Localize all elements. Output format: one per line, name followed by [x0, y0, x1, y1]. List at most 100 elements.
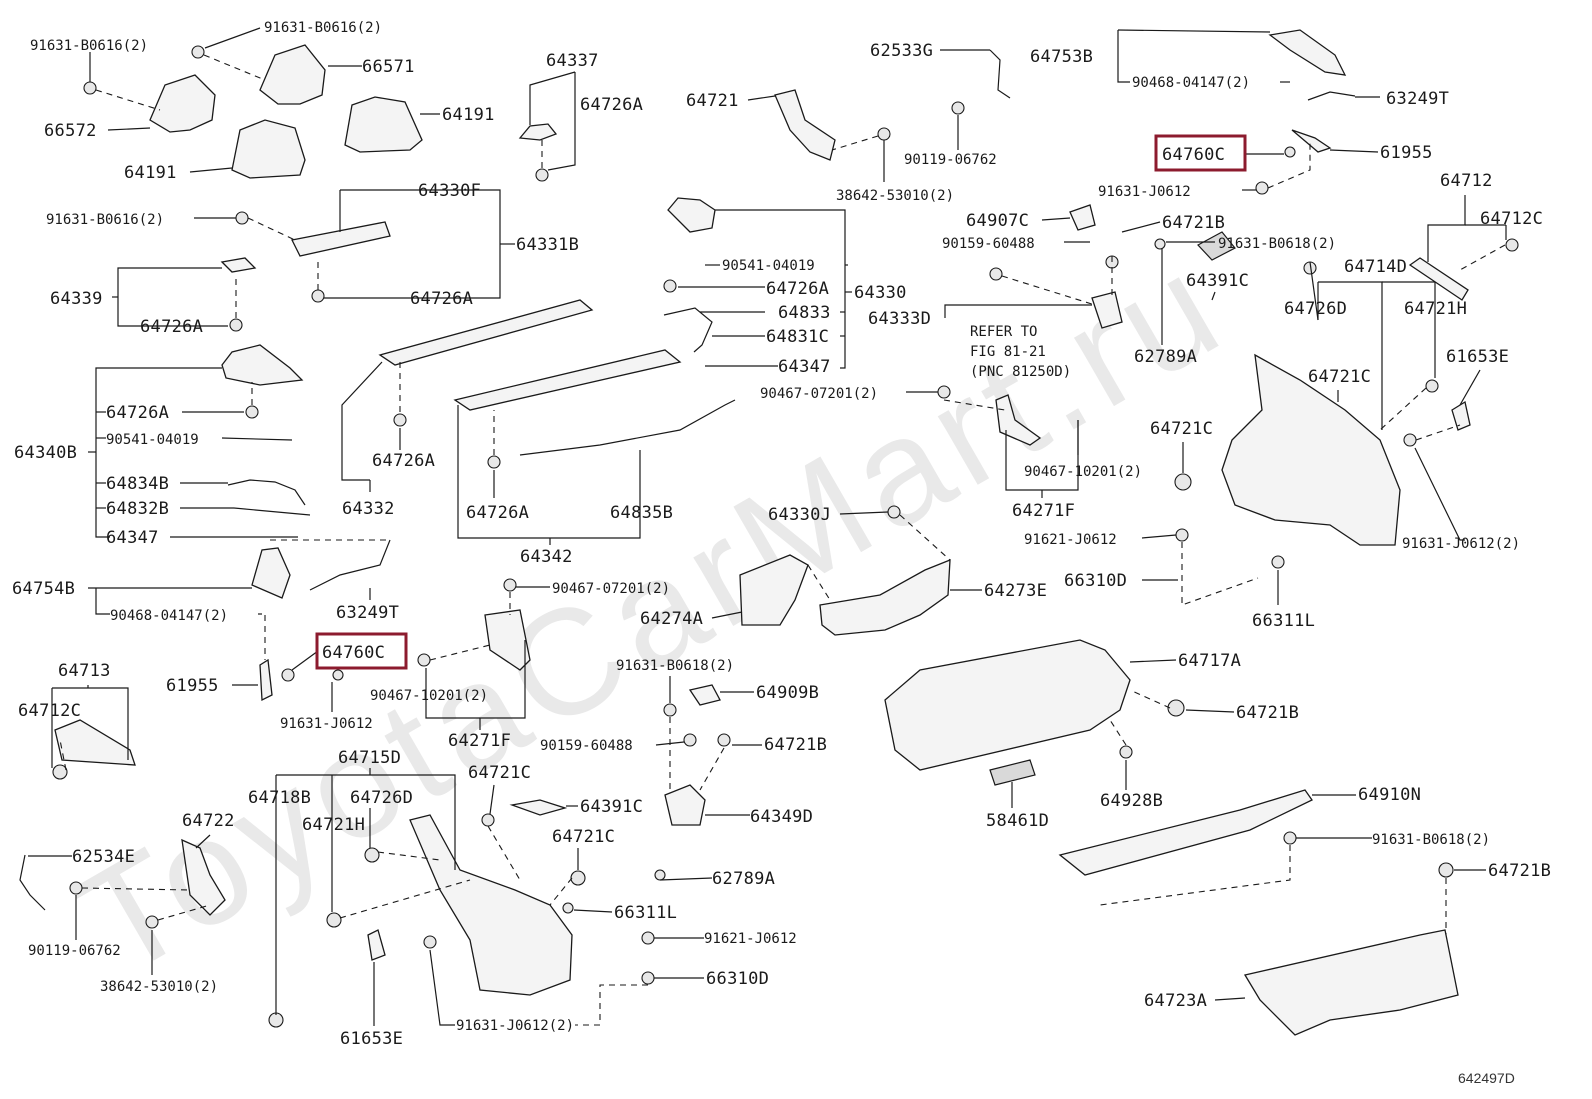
part-label[interactable]: 66571 [362, 57, 415, 77]
part-label[interactable]: 64712C [1480, 209, 1543, 229]
part-label[interactable]: 64721B [1236, 703, 1299, 723]
part-label[interactable]: 64723A [1144, 991, 1207, 1011]
part-label[interactable]: 64330 [854, 283, 907, 303]
part-label[interactable]: 64342 [520, 547, 573, 567]
highlight-box-64760C-top[interactable] [1154, 134, 1247, 172]
part-label[interactable]: 66311L [614, 903, 677, 923]
part-label[interactable]: 64909B [756, 683, 819, 703]
part-label[interactable]: 64717A [1178, 651, 1241, 671]
part-label[interactable]: 64721C [552, 827, 615, 847]
part-label[interactable]: 64337 [546, 51, 599, 71]
part-label[interactable]: 64721C [468, 763, 531, 783]
part-label[interactable]: 62533G [870, 41, 933, 61]
part-label[interactable]: 64726D [350, 788, 413, 808]
part-label[interactable]: 90467-10201(2) [370, 688, 488, 704]
part-label[interactable]: 90468-04147(2) [1132, 75, 1250, 91]
part-label[interactable]: 64832B [106, 499, 169, 519]
part-label[interactable]: 90467-07201(2) [552, 581, 670, 597]
part-label[interactable]: 64712C [18, 701, 81, 721]
part-label[interactable]: 64391C [1186, 271, 1249, 291]
part-label[interactable]: 64726A [140, 317, 203, 337]
part-label[interactable]: 64726A [580, 95, 643, 115]
part-label[interactable]: 64760C [322, 643, 385, 663]
part-label[interactable]: 91631-J0612(2) [1402, 536, 1520, 552]
part-label[interactable]: 64726A [766, 279, 829, 299]
part-label[interactable]: 62534E [72, 847, 135, 867]
part-label[interactable]: 62789A [1134, 347, 1197, 367]
part-label[interactable]: 64754B [12, 579, 75, 599]
part-label[interactable]: 91631-B0616(2) [30, 38, 148, 54]
part-label[interactable]: 38642-53010(2) [836, 188, 954, 204]
part-label[interactable]: 64726A [410, 289, 473, 309]
part-label[interactable]: 64835B [610, 503, 673, 523]
part-label[interactable]: 58461D [986, 811, 1049, 831]
part-label[interactable]: 66310D [706, 969, 769, 989]
part-label[interactable]: 64721B [1488, 861, 1551, 881]
part-label[interactable]: 64191 [124, 163, 177, 183]
part-label[interactable]: 91621-J0612 [1024, 532, 1117, 548]
part-label[interactable]: 64726A [106, 403, 169, 423]
part-label[interactable]: 90541-04019 [722, 258, 815, 274]
part-label[interactable]: 64726A [372, 451, 435, 471]
part-label[interactable]: 64271F [1012, 501, 1075, 521]
part-label[interactable]: 66311L [1252, 611, 1315, 631]
part-label[interactable]: 64331B [516, 235, 579, 255]
part-label[interactable]: 64721H [1404, 299, 1467, 319]
part-label[interactable]: 64712 [1440, 171, 1493, 191]
part-label[interactable]: 64330F [418, 181, 481, 201]
part-label[interactable]: 91631-B0618(2) [1218, 236, 1336, 252]
part-label[interactable]: 61653E [1446, 347, 1509, 367]
part-label[interactable]: 91621-J0612 [704, 931, 797, 947]
part-label[interactable]: 64349D [750, 807, 813, 827]
part-label[interactable]: 61653E [340, 1029, 403, 1049]
part-label[interactable]: 90159-60488 [540, 738, 633, 754]
part-label[interactable]: 64715D [338, 748, 401, 768]
part-label[interactable]: 63249T [336, 603, 399, 623]
part-label[interactable]: 38642-53010(2) [100, 979, 218, 995]
part-label[interactable]: 61955 [1380, 143, 1433, 163]
part-label[interactable]: 64721H [302, 815, 365, 835]
part-label[interactable]: 64347 [778, 357, 831, 377]
part-label[interactable]: 91631-B0616(2) [264, 20, 382, 36]
part-label[interactable]: 64713 [58, 661, 111, 681]
part-label[interactable]: 64332 [342, 499, 395, 519]
part-label[interactable]: 64340B [14, 443, 77, 463]
part-label[interactable]: 64928B [1100, 791, 1163, 811]
part-label[interactable]: 91631-B0618(2) [616, 658, 734, 674]
part-label[interactable]: 64726D [1284, 299, 1347, 319]
part-label[interactable]: 66572 [44, 121, 97, 141]
part-label[interactable]: 64721B [1162, 213, 1225, 233]
part-label[interactable]: 64721B [764, 735, 827, 755]
part-label[interactable]: 64274A [640, 609, 703, 629]
part-label[interactable]: 90159-60488 [942, 236, 1035, 252]
part-label[interactable]: 90119-06762 [28, 943, 121, 959]
part-label[interactable]: 64834B [106, 474, 169, 494]
part-label[interactable]: 64721C [1150, 419, 1213, 439]
part-label[interactable]: 64833 [778, 303, 831, 323]
part-label[interactable]: 64330J [768, 505, 831, 525]
part-label[interactable]: 64722 [182, 811, 235, 831]
part-label[interactable]: 63249T [1386, 89, 1449, 109]
part-label[interactable]: 64333D [868, 309, 931, 329]
part-label[interactable]: 61955 [166, 676, 219, 696]
part-label[interactable]: 64721C [1308, 367, 1371, 387]
part-label[interactable]: 91631-B0618(2) [1372, 832, 1490, 848]
part-label[interactable]: 64831C [766, 327, 829, 347]
part-label[interactable]: 91631-B0616(2) [46, 212, 164, 228]
part-label[interactable]: 90467-10201(2) [1024, 464, 1142, 480]
part-label[interactable]: 91631-J0612(2) [456, 1018, 574, 1034]
part-label[interactable]: 66310D [1064, 571, 1127, 591]
part-label[interactable]: 64760C [1162, 145, 1225, 165]
part-label[interactable]: 64753B [1030, 47, 1093, 67]
part-label[interactable]: 91631-J0612 [280, 716, 373, 732]
part-label[interactable]: 90468-04147(2) [110, 608, 228, 624]
part-label[interactable]: 64718B [248, 788, 311, 808]
part-label[interactable]: 64339 [50, 289, 103, 309]
part-label[interactable]: 64714D [1344, 257, 1407, 277]
part-label[interactable]: 64726A [466, 503, 529, 523]
part-label[interactable]: 90467-07201(2) [760, 386, 878, 402]
part-label[interactable]: 64907C [966, 211, 1029, 231]
part-label[interactable]: 91631-J0612 [1098, 184, 1191, 200]
part-label[interactable]: 90119-06762 [904, 152, 997, 168]
part-label[interactable]: 90541-04019 [106, 432, 199, 448]
